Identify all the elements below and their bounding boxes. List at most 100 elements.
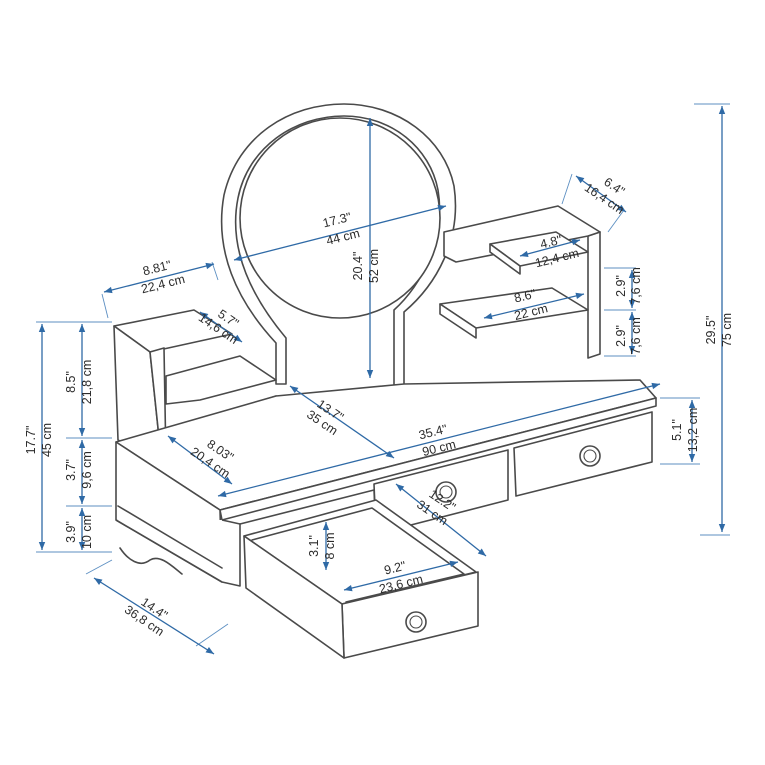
- dim-side-upper-in: 8.5": [64, 371, 78, 393]
- dim-total-height-in: 29.5": [704, 316, 718, 345]
- dim-side-upper-arrowhead: [78, 428, 86, 436]
- dim-depth-line: [93, 577, 215, 655]
- dim-depth-r-extension: [195, 623, 229, 647]
- dim-shelf-large-arrowhead: [484, 313, 493, 320]
- dim-side-width-l-extension: [101, 293, 109, 319]
- dim-shelf-large-line: [483, 293, 585, 319]
- small-shelf-edge: [489, 243, 521, 275]
- dim-mirror-height-in: 20.4": [351, 252, 365, 281]
- dim-shelf-depth-l-extension: [561, 173, 573, 205]
- dim-drawer-depth-line: [395, 483, 487, 557]
- dim-drawer-front-h-arrowhead: [688, 400, 696, 408]
- dim-side-width-arrowhead: [205, 262, 214, 270]
- dim-side-width-in: 8.81": [141, 258, 172, 279]
- knob-middle-inner: [439, 485, 453, 499]
- large-shelf-edge: [439, 303, 477, 339]
- dim-depth-arrowhead: [94, 578, 103, 585]
- dim-drawer-width-in: 9.2": [383, 559, 408, 578]
- dim-drawer-front-h-cm: 13,2 cm: [686, 408, 700, 452]
- dim-base-height-cm: 10 cm: [80, 515, 94, 549]
- dim-shelf-depth-line: [575, 175, 627, 213]
- dim-shelf-gap-bot-cm: 7,6 cm: [629, 317, 643, 355]
- dim-drawer-level-in: 3.7": [64, 459, 78, 481]
- knob-right-inner: [583, 449, 597, 463]
- dim-body-height-in: 17.7": [24, 426, 38, 455]
- dim-drawer-depth-arrowhead: [396, 484, 405, 492]
- dim-mirror-width-in: 17.3": [321, 210, 352, 231]
- dim-shelf-small-line: [519, 239, 581, 257]
- dim-drawer-depth-arrowhead: [477, 548, 486, 556]
- dim-drawer-level-cm: 9,6 cm: [80, 451, 94, 489]
- dim-top-width-line: [217, 383, 661, 497]
- dim-total-height-arrowhead: [718, 106, 726, 114]
- dim-top-depth-arrowhead: [290, 386, 299, 394]
- dim-drawer-inner-h-cm: 8 cm: [323, 532, 337, 559]
- dim-shelf-gap-bot-in: 2.9": [614, 325, 628, 347]
- dim-top-width-arrowhead: [218, 490, 227, 498]
- dim-shelf-small-in: 4.8": [539, 233, 564, 252]
- dim-total-height-cm: 75 cm: [720, 313, 734, 347]
- dim-drawer-width-line: [343, 561, 459, 591]
- dim-side-niche-arrowhead: [233, 334, 242, 342]
- dim-top-depth-line: [289, 385, 395, 459]
- dim-shelf-small-arrowhead: [571, 238, 580, 246]
- dim-drawer-level-arrowhead: [78, 496, 86, 504]
- dim-drawer-inner-h-arrowhead: [322, 522, 330, 530]
- dim-base-height-arrowhead: [78, 542, 86, 550]
- pulled-drawer-side: [243, 535, 345, 659]
- dim-top-depth-arrowhead: [385, 450, 394, 458]
- dim-shelf-gap-top-in: 2.9": [614, 275, 628, 297]
- dim-shelf-large-in: 8.6": [513, 287, 538, 306]
- dim-body-height-cm: 45 cm: [40, 423, 54, 457]
- desk-bottom-edge: [117, 505, 223, 569]
- dim-depth-arrowhead: [205, 647, 214, 654]
- dim-inner-depth-arrowhead: [168, 436, 177, 444]
- dim-inner-depth-line: [167, 435, 233, 485]
- dim-shelf-gap-bot-arrowhead: [628, 312, 636, 320]
- knob-pulled: [405, 611, 427, 633]
- dim-depth-l-extension: [85, 559, 113, 575]
- dim-drawer-front-h-arrowhead: [688, 454, 696, 462]
- mirror-frame: [220, 103, 457, 389]
- dim-drawer-front-h-in: 5.1": [670, 419, 684, 441]
- desk-base-panel: [115, 519, 241, 587]
- left-niche-shelf: [165, 355, 277, 405]
- dim-body-height-arrowhead: [38, 542, 46, 550]
- dim-shelf-depth-arrowhead: [617, 204, 626, 212]
- dim-shelf-gap-top-cm: 7,6 cm: [629, 267, 643, 305]
- dim-side-niche-arrowhead: [200, 312, 209, 320]
- dim-mirror-width-arrowhead: [437, 204, 446, 212]
- dim-top-width-in: 35.4": [417, 422, 448, 443]
- pulled-drawer-inner: [251, 507, 465, 603]
- dim-mirror-height-cm: 52 cm: [367, 249, 381, 283]
- right-upright: [587, 231, 601, 359]
- dim-side-width-arrowhead: [104, 286, 113, 294]
- knob-pulled-inner: [409, 615, 423, 629]
- dim-mirror-height-arrowhead: [366, 118, 374, 126]
- dim-inner-depth-arrowhead: [223, 476, 232, 484]
- dim-shelf-depth-r-extension: [607, 209, 625, 233]
- dim-mirror-width-line: [233, 205, 447, 261]
- knob-middle: [435, 481, 457, 503]
- dim-top-width-arrowhead: [651, 382, 660, 390]
- dim-total-height-arrowhead: [718, 524, 726, 532]
- dim-side-upper-cm: 21,8 cm: [80, 360, 94, 404]
- dim-side-upper-arrowhead: [78, 324, 86, 332]
- desk-foot: [119, 547, 183, 575]
- dim-mirror-height-arrowhead: [366, 370, 374, 378]
- knob-right: [579, 445, 601, 467]
- dim-shelf-small-arrowhead: [520, 250, 529, 258]
- dim-shelf-large-arrowhead: [575, 292, 584, 299]
- right-top-board: [443, 205, 601, 263]
- dimension-lines: [36, 103, 730, 655]
- dim-side-width-line: [103, 263, 215, 293]
- dim-base-height-arrowhead: [78, 508, 86, 516]
- dim-side-niche-line: [199, 311, 243, 343]
- dim-shelf-depth-arrowhead: [576, 176, 585, 184]
- dim-drawer-width-arrowhead: [344, 584, 353, 592]
- dim-side-width-r-extension: [211, 261, 219, 281]
- dim-shelf-gap-bot-arrowhead: [628, 346, 636, 354]
- dim-base-height-in: 3.9": [64, 521, 78, 543]
- dim-shelf-gap-top-arrowhead: [628, 270, 636, 278]
